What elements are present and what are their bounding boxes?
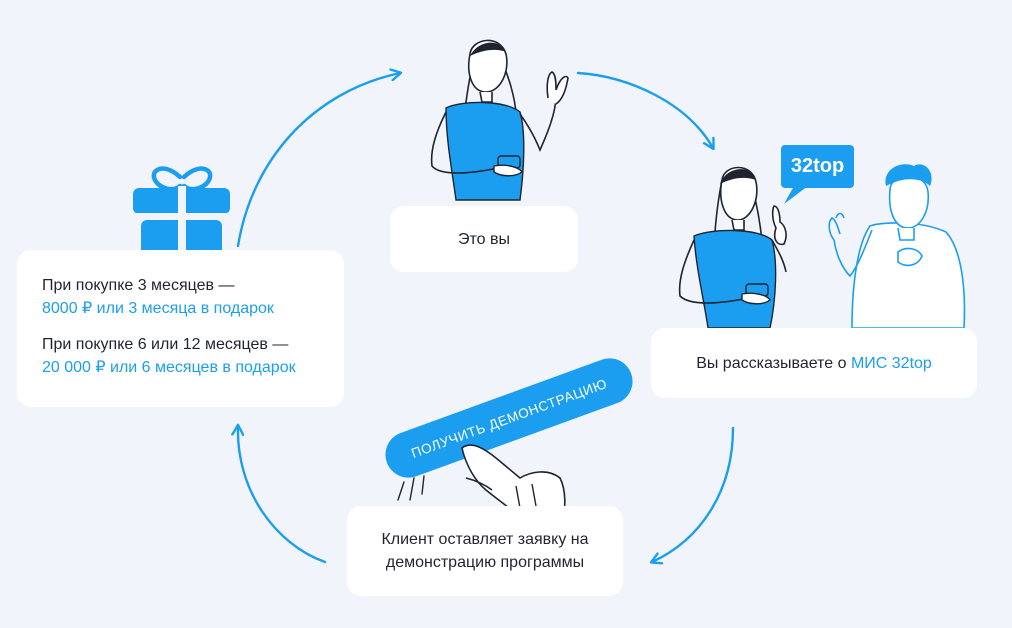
offer-three-months-condition: При покупке 3 месяцев — xyxy=(42,277,235,294)
step-client-line-2: демонстрацию программы xyxy=(385,554,585,571)
step-tell-prefix: Вы рассказываете о xyxy=(696,354,851,372)
offer-card: При покупке 3 месяцев — 8000 ₽ или 3 мес… xyxy=(17,250,344,407)
offer-six-twelve-months-condition: При покупке 6 или 12 месяцев — xyxy=(42,336,289,353)
man-listening-illustration xyxy=(828,164,966,329)
arrow-client-to-offer xyxy=(238,426,327,564)
speech-bubble xyxy=(781,145,854,204)
offer-six-twelve-months: При покупке 6 или 12 месяцев — 20 000 ₽ … xyxy=(42,333,344,379)
offer-six-twelve-months-reward: 20 000 ₽ или 6 месяцев в подарок xyxy=(42,359,296,376)
offer-three-months: При покупке 3 месяцев — 8000 ₽ или 3 мес… xyxy=(42,274,344,320)
step-tell-text: Вы рассказываете о МИС 32top xyxy=(696,352,932,375)
arrow-gift-to-you xyxy=(236,73,400,248)
demo-request-button-illustration xyxy=(385,358,633,523)
woman-waving-illustration xyxy=(430,39,569,201)
step-client-card: Клиент оставляет заявку на демонстрацию … xyxy=(347,506,623,596)
offer-three-months-reward: 8000 ₽ или 3 месяца в подарок xyxy=(42,300,274,317)
step-you-card: Это вы xyxy=(390,206,578,272)
step-client-line-1: Клиент оставляет заявку на xyxy=(381,531,589,548)
step-you-text: Это вы xyxy=(458,230,510,248)
step-client-text: Клиент оставляет заявку на демонстрацию … xyxy=(381,528,588,574)
woman-talking-illustration xyxy=(678,166,787,329)
arrow-tell-to-client xyxy=(652,426,735,562)
step-tell-card: Вы рассказываете о МИС 32top xyxy=(651,328,977,398)
step-tell-brand: МИС 32top xyxy=(850,354,932,372)
speech-bubble-text: 32top xyxy=(790,155,845,177)
arrow-you-to-tell xyxy=(576,71,713,148)
